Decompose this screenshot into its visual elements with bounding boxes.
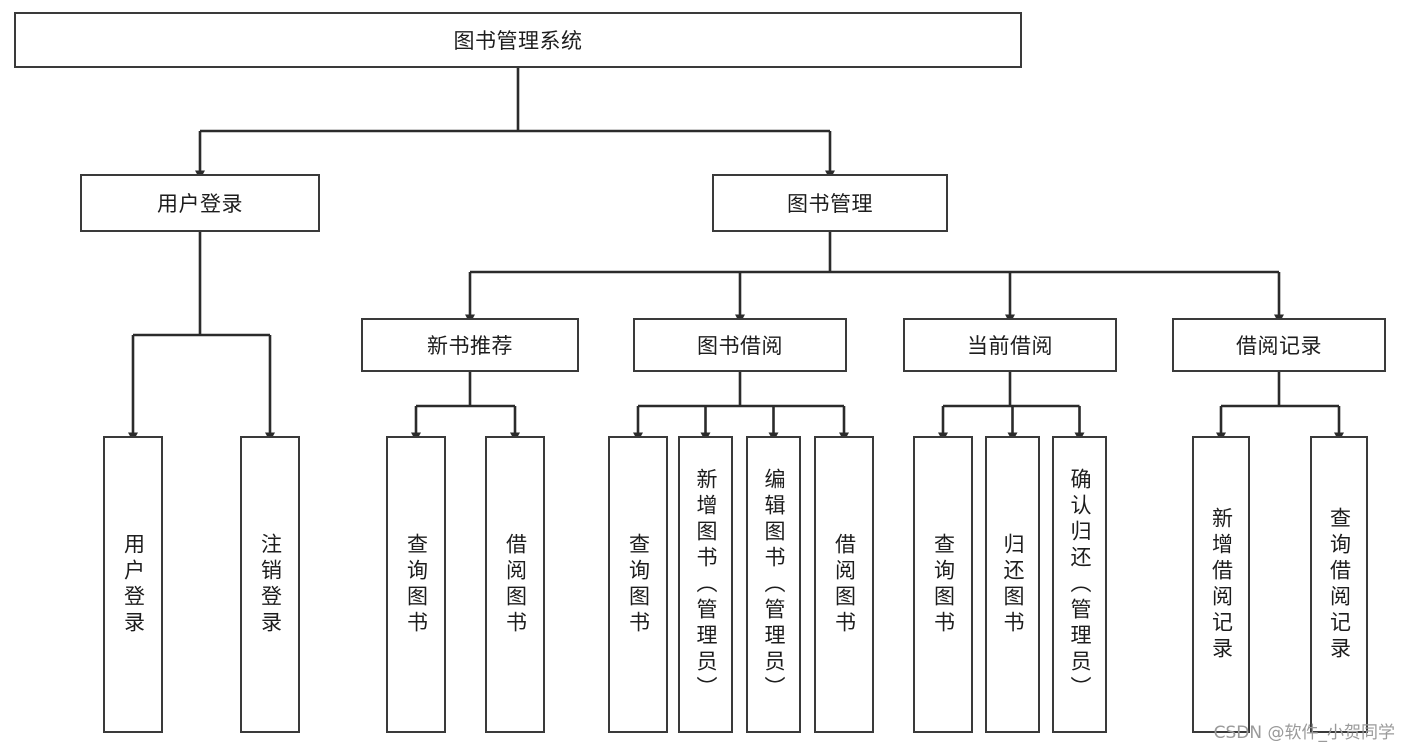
node-borrow-record[interactable]: 借阅记录 bbox=[1172, 318, 1386, 372]
node-label: 查询图书 bbox=[931, 532, 956, 637]
node-label: 查询借阅记录 bbox=[1327, 506, 1352, 663]
node-borrow-add-book[interactable]: 新增图书（管理员） bbox=[678, 436, 733, 733]
node-label: 查询图书 bbox=[404, 532, 429, 637]
node-label: 用户登录 bbox=[157, 192, 243, 216]
node-record-add[interactable]: 新增借阅记录 bbox=[1192, 436, 1250, 733]
node-label: 新书推荐 bbox=[427, 334, 513, 358]
node-user-logout-leaf[interactable]: 注销登录 bbox=[240, 436, 300, 733]
node-record-query[interactable]: 查询借阅记录 bbox=[1310, 436, 1368, 733]
node-label: 编辑图书（管理员） bbox=[762, 467, 786, 702]
node-label: 图书管理系统 bbox=[453, 29, 583, 53]
node-current-return-book[interactable]: 归还图书 bbox=[985, 436, 1040, 733]
node-label: 借阅记录 bbox=[1236, 334, 1322, 358]
node-label: 新增图书（管理员） bbox=[694, 467, 718, 702]
node-label: 用户登录 bbox=[121, 532, 146, 637]
node-label: 确认归还（管理员） bbox=[1068, 467, 1092, 702]
node-user-login-leaf[interactable]: 用户登录 bbox=[103, 436, 163, 733]
node-label: 查询图书 bbox=[626, 532, 651, 637]
node-recommend-query-book[interactable]: 查询图书 bbox=[386, 436, 446, 733]
node-label: 新增借阅记录 bbox=[1209, 506, 1234, 663]
node-recommend-borrow-book[interactable]: 借阅图书 bbox=[485, 436, 545, 733]
edge-paths bbox=[128, 68, 1344, 442]
node-current-query-book[interactable]: 查询图书 bbox=[913, 436, 973, 733]
node-label: 注销登录 bbox=[258, 532, 283, 637]
csdn-watermark: CSDN @软件_小贺同学 bbox=[1213, 723, 1395, 743]
node-label: 借阅图书 bbox=[503, 532, 528, 637]
node-label: 图书借阅 bbox=[697, 334, 783, 358]
node-user-login[interactable]: 用户登录 bbox=[80, 174, 320, 232]
node-current-confirm-return[interactable]: 确认归还（管理员） bbox=[1052, 436, 1107, 733]
node-current-borrow[interactable]: 当前借阅 bbox=[903, 318, 1117, 372]
node-label: 当前借阅 bbox=[967, 334, 1053, 358]
node-book-manage[interactable]: 图书管理 bbox=[712, 174, 948, 232]
node-label: 归还图书 bbox=[1001, 532, 1025, 637]
node-root[interactable]: 图书管理系统 bbox=[14, 12, 1022, 68]
node-book-borrow[interactable]: 图书借阅 bbox=[633, 318, 847, 372]
node-borrow-edit-book[interactable]: 编辑图书（管理员） bbox=[746, 436, 801, 733]
node-borrow-borrow-book[interactable]: 借阅图书 bbox=[814, 436, 874, 733]
node-borrow-query-book[interactable]: 查询图书 bbox=[608, 436, 668, 733]
node-new-book-recommend[interactable]: 新书推荐 bbox=[361, 318, 579, 372]
node-label: 图书管理 bbox=[787, 192, 873, 216]
node-label: 借阅图书 bbox=[832, 532, 857, 637]
